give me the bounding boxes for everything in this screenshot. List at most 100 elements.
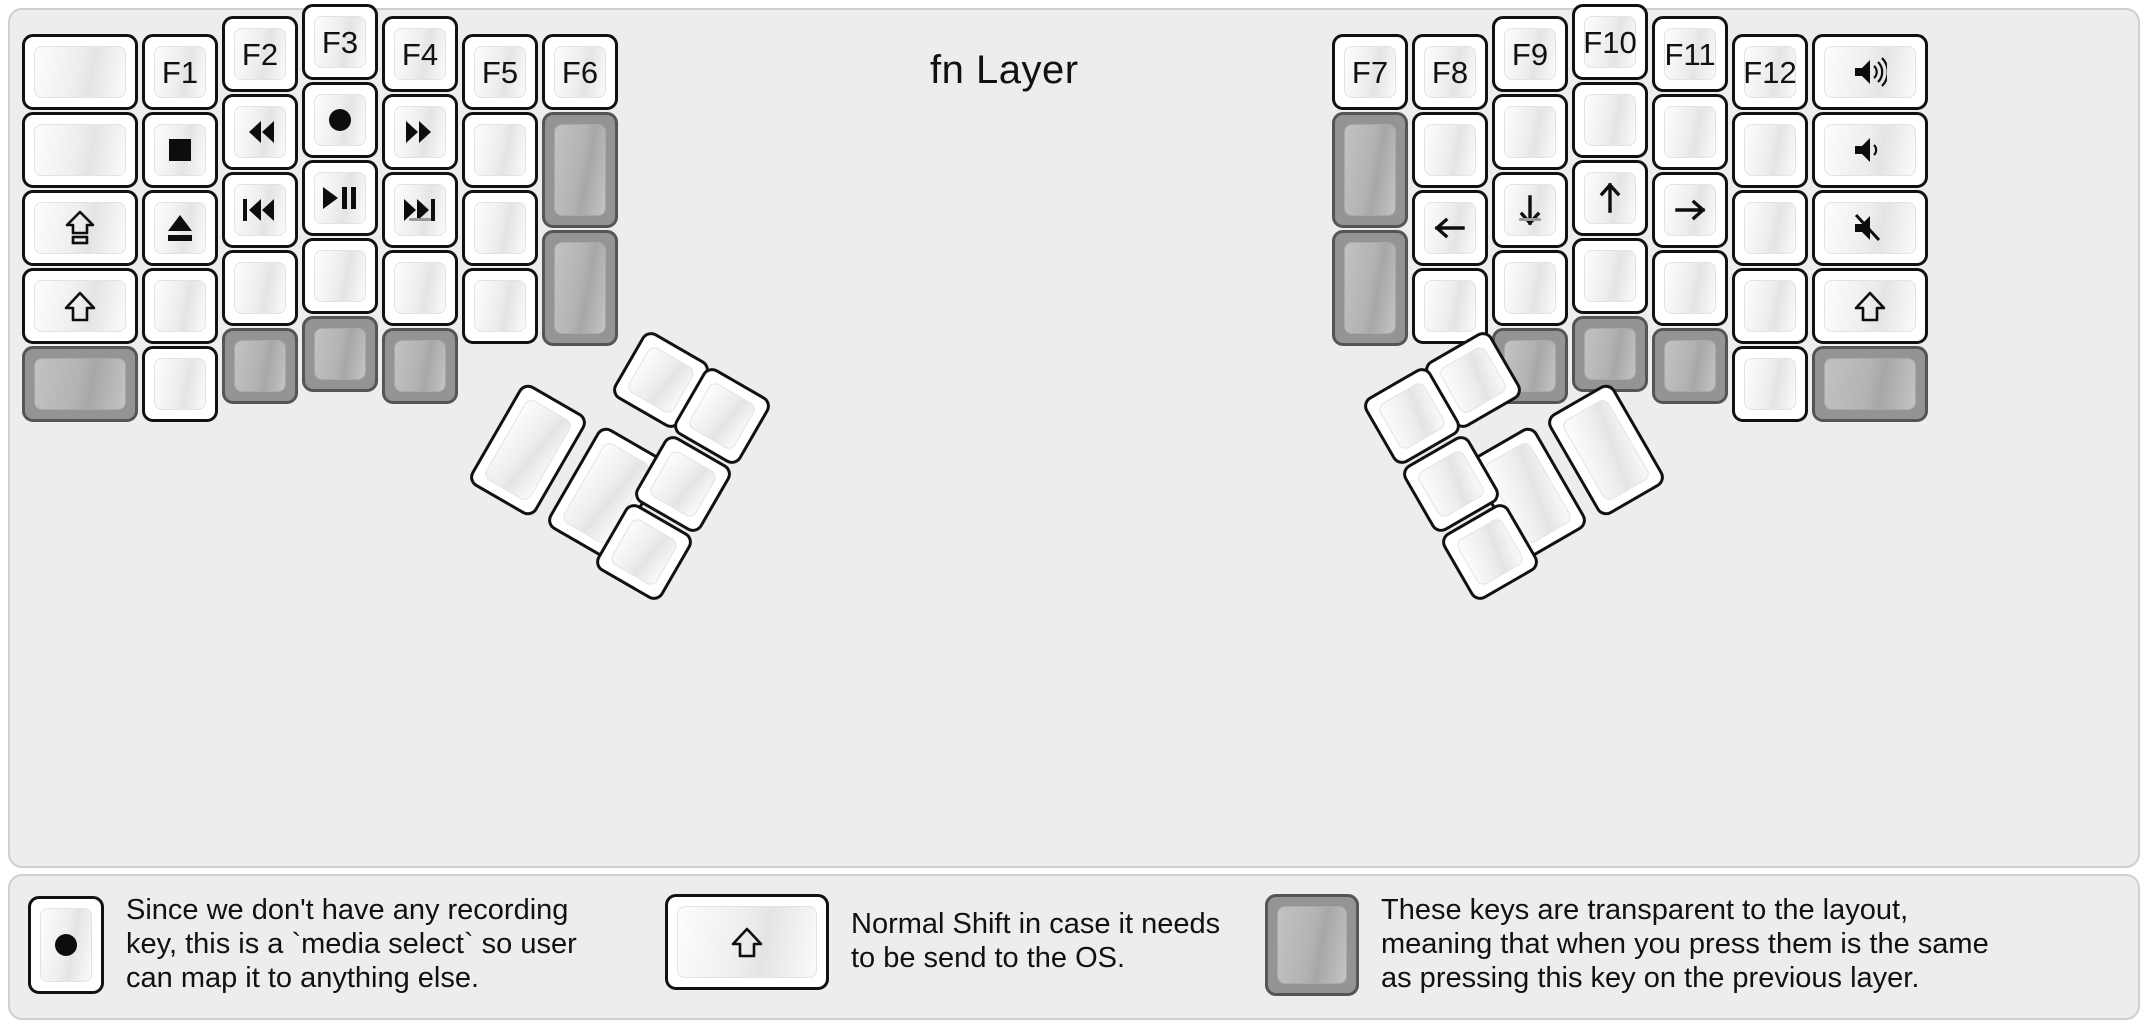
keycap-surface [1277,906,1347,984]
key-left-1-0[interactable]: F1 [142,34,218,110]
keycap-label: F12 [1743,54,1797,90]
key-left-4-3[interactable] [382,250,458,326]
key-right-1-3[interactable] [1412,268,1488,344]
keycap-surface [474,280,526,332]
key-right-4-3[interactable] [1652,250,1728,326]
key-right-0-0[interactable]: F7 [1332,34,1408,110]
key-right-4-4[interactable] [1652,328,1728,404]
key-left-4-0[interactable]: F4 [382,16,458,92]
key-left-5-3[interactable] [462,268,538,344]
key-left-5-2[interactable] [462,190,538,266]
keycap-label: F10 [1583,24,1637,60]
key-right-5-2[interactable] [1732,190,1808,266]
key-right-6-1[interactable] [1812,112,1928,188]
key-right-4-0[interactable]: F11 [1652,16,1728,92]
key-left-5-0[interactable]: F5 [462,34,538,110]
key-left-2-1[interactable] [222,94,298,170]
keycap-surface [1744,124,1796,176]
key-left-6-1[interactable] [542,112,618,228]
keycap-surface [1824,46,1916,98]
key-right-3-1[interactable] [1572,82,1648,158]
key-left-3-1[interactable] [302,82,378,158]
keycap-surface [1584,94,1636,146]
key-left-3-3[interactable] [302,238,378,314]
key-right-2-3[interactable] [1492,250,1568,326]
keycap-surface [1344,124,1396,216]
key-left-4-4[interactable] [382,328,458,404]
key-left-1-3[interactable] [142,268,218,344]
key-right-6-0[interactable] [1812,34,1928,110]
keycap-surface [1584,172,1636,224]
keycap-surface [677,906,817,978]
key-left-3-0[interactable]: F3 [302,4,378,80]
keycap-surface [314,94,366,146]
key-left-1-4[interactable] [142,346,218,422]
keycap-surface [314,172,366,224]
key-left-0-1[interactable] [22,112,138,188]
key-left-2-4[interactable] [222,328,298,404]
key-right-1-0[interactable]: F8 [1412,34,1488,110]
key-left-6-2[interactable] [542,230,618,346]
key-right-2-4[interactable] [1492,328,1568,404]
key-right-2-1[interactable] [1492,94,1568,170]
media-eject-icon [165,212,195,244]
key-right-6-3[interactable] [1812,268,1928,344]
legend-record-text: Since we don't have any recording key, t… [126,894,577,994]
legend-record-keycap[interactable] [28,895,104,994]
key-right-0-1[interactable] [1332,112,1408,228]
key-left-0-4[interactable] [22,346,138,422]
media-rewind-icon [241,118,279,146]
keycap-surface: F6 [554,46,606,98]
key-right-2-0[interactable]: F9 [1492,16,1568,92]
keycap-surface [314,250,366,302]
key-left-2-3[interactable] [222,250,298,326]
key-right-4-2[interactable] [1652,172,1728,248]
key-right-5-1[interactable] [1732,112,1808,188]
keycap-surface [1454,516,1526,588]
key-left-1-1[interactable] [142,112,218,188]
keycap-surface: F1 [154,46,206,98]
key-right-6-2[interactable] [1812,190,1928,266]
keycap-label: F9 [1511,36,1549,72]
key-left-4-2[interactable] [382,172,458,248]
keycap-surface [1824,202,1916,254]
legend-shift-keycap[interactable] [665,894,829,990]
key-left-3-2[interactable] [302,160,378,236]
key-left-4-1[interactable] [382,94,458,170]
key-right-4-1[interactable] [1652,94,1728,170]
key-left-0-3[interactable] [22,268,138,344]
keycap-surface [234,106,286,158]
legend-transparent-keycap[interactable] [1265,894,1359,996]
key-right-6-4[interactable] [1812,346,1928,422]
key-left-0-2[interactable] [22,190,138,266]
key-right-3-0[interactable]: F10 [1572,4,1648,80]
keycap-surface [154,124,206,176]
key-right-1-2[interactable] [1412,190,1488,266]
key-right-5-0[interactable]: F12 [1732,34,1808,110]
key-right-2-2[interactable] [1492,172,1568,248]
shift-icon [731,926,763,959]
key-right-3-4[interactable] [1572,316,1648,392]
key-left-0-0[interactable] [22,34,138,110]
legend-shift: Normal Shift in case it needs to be send… [665,894,1220,990]
key-right-3-3[interactable] [1572,238,1648,314]
key-right-5-3[interactable] [1732,268,1808,344]
keycap-surface [1584,250,1636,302]
key-left-2-0[interactable]: F2 [222,16,298,92]
legend-record: Since we don't have any recording key, t… [28,894,577,996]
key-left-2-2[interactable] [222,172,298,248]
key-right-0-2[interactable] [1332,230,1408,346]
key-left-5-1[interactable] [462,112,538,188]
page-title: fn Layer [930,48,1079,92]
key-left-1-2[interactable] [142,190,218,266]
key-left-3-4[interactable] [302,316,378,392]
key-right-3-2[interactable] [1572,160,1648,236]
key-right-5-4[interactable] [1732,346,1808,422]
keycap-surface [1504,262,1556,314]
homing-bar [409,218,431,221]
keycap-surface: F7 [1344,46,1396,98]
key-left-6-0[interactable]: F6 [542,34,618,110]
key-right-1-1[interactable] [1412,112,1488,188]
keycap-surface [394,340,446,392]
keycap-surface [474,124,526,176]
